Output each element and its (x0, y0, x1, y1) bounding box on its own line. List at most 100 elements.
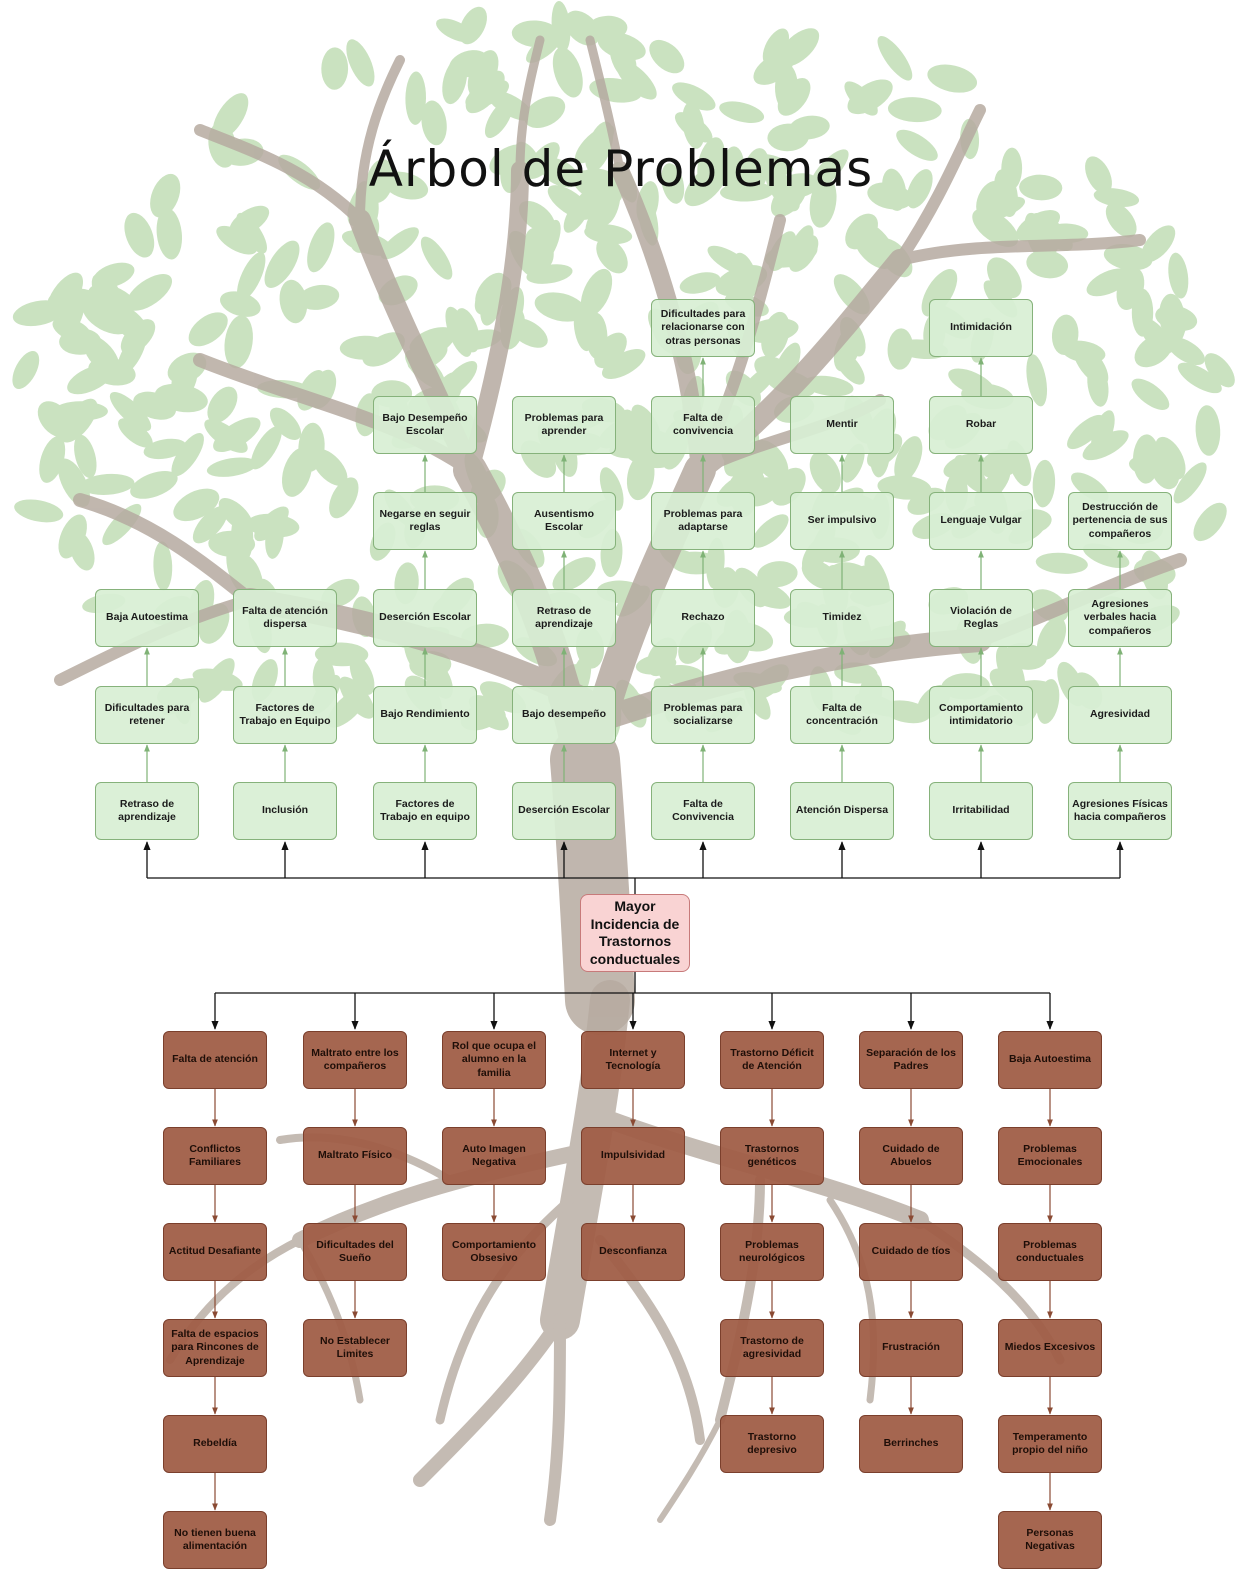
leaf-shape (130, 470, 178, 499)
leaf-shape (534, 292, 586, 322)
leaf-shape (684, 163, 727, 207)
leaf-shape (1155, 305, 1198, 332)
leaf-shape (927, 64, 978, 93)
effect-box-3-2: Retraso de aprendizaje (512, 589, 616, 647)
leaf-shape (229, 205, 270, 236)
effect-box-5-0: Atención Dispersa (790, 782, 894, 840)
leaf-shape (672, 82, 716, 111)
leaf-shape (1026, 354, 1048, 407)
effect-box-3-3: Ausentismo Escolar (512, 492, 616, 550)
leaf-shape (887, 97, 942, 123)
leaf-shape (762, 28, 790, 66)
leaf-shape (601, 349, 646, 379)
effect-box-6-5: Intimidación (929, 299, 1033, 357)
leaf-shape (39, 436, 66, 483)
leaf-shape (339, 676, 375, 719)
leaf-shape (1086, 268, 1131, 297)
leaf-shape (14, 499, 64, 523)
leaf-shape (1036, 617, 1067, 660)
leaf-shape (1173, 462, 1207, 504)
leaf-shape (977, 196, 1026, 221)
leaf-shape (987, 257, 1022, 299)
leaf-shape (206, 457, 257, 477)
cause-box-5-1: Cuidado de Abuelos (859, 1127, 963, 1185)
leaf-shape (788, 235, 819, 272)
effect-box-6-2: Violación de Reglas (929, 589, 1033, 647)
leaf-shape (1103, 243, 1153, 271)
leaf-shape (1036, 679, 1060, 724)
leaf-shape (661, 163, 685, 204)
leaf-shape (715, 264, 768, 297)
leaf-shape (1193, 502, 1227, 542)
cause-box-4-3: Trastorno de agresividad (720, 1319, 824, 1377)
leaf-shape (171, 433, 204, 477)
cause-box-5-4: Berrinches (859, 1415, 963, 1473)
leaf-shape (212, 93, 249, 140)
leaf-shape (518, 200, 555, 233)
leaf-shape (741, 579, 791, 609)
leaf-shape (1073, 342, 1109, 386)
leaf-shape (801, 559, 839, 590)
leaf-shape (220, 291, 261, 317)
effect-box-2-1: Bajo Rendimiento (373, 686, 477, 744)
leaf-shape (307, 222, 335, 273)
effect-box-6-3: Lenguaje Vulgar (929, 492, 1033, 550)
effect-box-4-4: Falta de convivencia (651, 396, 755, 454)
leaf-shape (587, 15, 628, 41)
leaf-shape (896, 129, 938, 161)
leaf-shape (845, 213, 878, 250)
leaf-shape (264, 240, 300, 288)
leaf-shape (847, 79, 893, 115)
cause-box-1-0: Maltrato entre los compañeros (303, 1031, 407, 1089)
leaf-shape (448, 50, 489, 78)
leaf-shape (954, 454, 988, 494)
leaf-shape (877, 36, 913, 81)
cause-box-0-2: Actitud Desafiante (163, 1223, 267, 1281)
cause-box-5-2: Cuidado de tíos (859, 1223, 963, 1281)
leaf-shape (552, 557, 596, 592)
cause-box-4-0: Trastorno Déficit de Atención (720, 1031, 824, 1089)
effect-box-7-3: Destrucción de pertenencia de sus compañ… (1068, 492, 1172, 550)
leaf-shape (298, 422, 325, 472)
leaf-shape (882, 168, 907, 211)
diagram-title: Árbol de Problemas (368, 140, 874, 198)
leaf-shape (420, 236, 453, 280)
leaf-shape (69, 531, 95, 571)
leaf-shape (761, 311, 790, 359)
leaf-shape (894, 436, 923, 483)
cause-box-1-1: Maltrato Físico (303, 1127, 407, 1185)
leaf-shape (153, 541, 173, 591)
effect-box-3-4: Problemas para aprender (512, 396, 616, 454)
leaf-shape (526, 264, 573, 284)
cause-box-4-4: Trastorno depresivo (720, 1415, 824, 1473)
leaf-shape (314, 642, 369, 667)
leaf-shape (1003, 642, 1047, 670)
leaf-shape (383, 171, 429, 200)
leaf-shape (547, 185, 592, 220)
effect-box-5-2: Timidez (790, 589, 894, 647)
cause-box-6-3: Miedos Excesivos (998, 1319, 1102, 1377)
leaf-shape (580, 168, 621, 194)
leaf-shape (250, 426, 282, 470)
cause-box-2-2: Comportamiento Obsesivo (442, 1223, 546, 1281)
cause-box-0-5: No tienen buena alimentación (163, 1511, 267, 1569)
leaf-shape (207, 386, 238, 423)
leaf-shape (445, 306, 472, 357)
leaf-shape (721, 146, 745, 192)
leaf-shape (679, 272, 721, 294)
leaf-shape (585, 191, 617, 237)
leaf-shape (279, 279, 308, 324)
leaf-shape (124, 212, 155, 258)
leaf-shape (1204, 353, 1235, 388)
cause-box-3-1: Impulsividad (581, 1127, 685, 1185)
leaf-shape (459, 6, 487, 45)
leaf-shape (575, 124, 615, 164)
leaf-shape (1067, 414, 1105, 450)
effect-box-2-2: Deserción Escolar (373, 589, 477, 647)
leaf-shape (1168, 252, 1189, 299)
leaf-shape (409, 651, 452, 679)
leaf-shape (1105, 202, 1137, 238)
effect-box-0-1: Dificultades para retener (95, 686, 199, 744)
leaf-shape (150, 173, 181, 218)
effect-box-1-2: Falta de atención dispersa (233, 589, 337, 647)
